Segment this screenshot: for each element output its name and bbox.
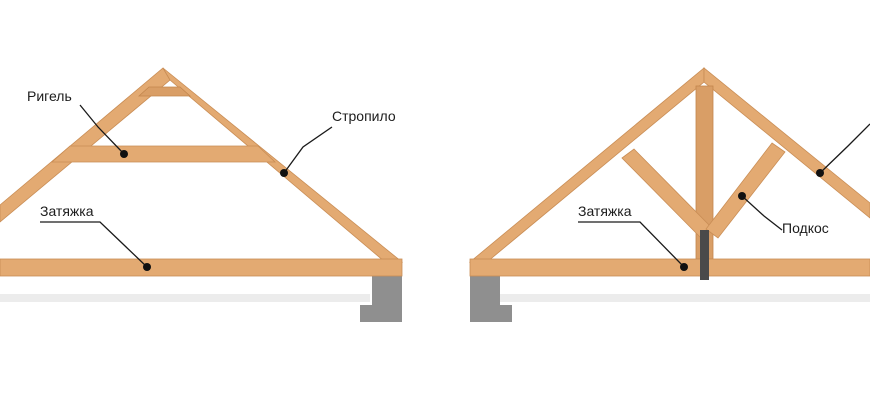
left-truss-rafter-right <box>162 67 404 263</box>
right-truss: Затяжка Подкос <box>468 67 870 322</box>
left-truss: Ригель Стропило Затяжка <box>0 67 404 322</box>
right-label-tie: Затяжка <box>578 203 632 219</box>
right-strut-dot <box>738 192 746 200</box>
left-rafter-leader <box>283 126 333 174</box>
left-truss-collar-beam <box>50 145 277 163</box>
left-label-rigel: Ригель <box>27 88 72 104</box>
left-concrete-support <box>360 276 402 322</box>
right-truss-rafter-left <box>468 67 705 263</box>
left-tie-leader <box>40 221 148 268</box>
right-tie-leader <box>578 221 685 268</box>
left-rigel-leader <box>79 104 125 155</box>
left-truss-tie-beam <box>0 258 403 277</box>
left-label-rafter: Стропило <box>332 108 396 124</box>
right-truss-tie-beam <box>469 258 870 277</box>
left-rafter-dot <box>280 169 288 177</box>
right-strut-leader <box>741 195 783 231</box>
right-tie-dot <box>680 263 688 271</box>
right-floor-slab <box>500 294 870 302</box>
right-truss-rafter-right <box>703 67 870 219</box>
left-rigel-dot <box>120 150 128 158</box>
right-truss-strut-right <box>705 142 786 239</box>
left-label-tie: Затяжка <box>40 203 94 219</box>
right-label-strut: Подкос <box>782 220 829 236</box>
left-tie-dot <box>143 263 151 271</box>
left-truss-upper-tie <box>137 86 192 97</box>
right-concrete-support <box>470 276 512 322</box>
right-rafter-leader <box>819 123 870 174</box>
right-rafter-dot <box>816 169 824 177</box>
right-truss-steel-plate <box>700 230 709 280</box>
left-floor-slab <box>0 294 370 302</box>
